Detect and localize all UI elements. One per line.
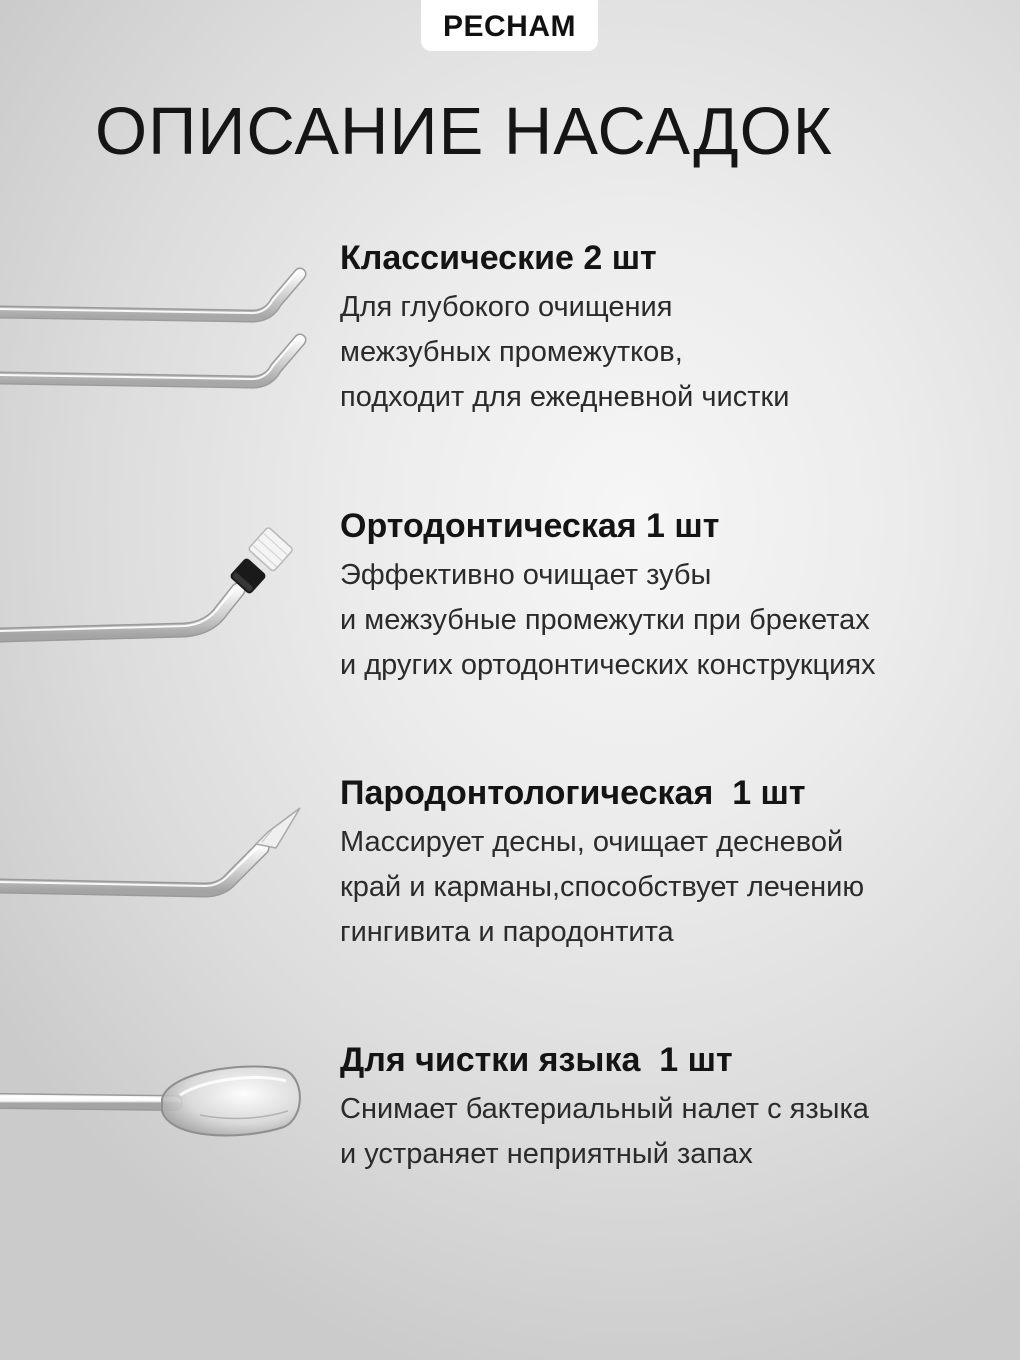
section-heading: Для чистки языка 1 шт — [340, 1041, 733, 1079]
section-description-line: подходит для ежедневной чистки — [340, 381, 790, 413]
section-description-line: и устраняет неприятный запах — [340, 1138, 753, 1170]
tongue-cleaner-nozzle-icon — [0, 1065, 301, 1137]
section-periodontal: Пародонтологическая 1 шт Массирует десны… — [340, 772, 1015, 955]
brand-tab: PECHAM — [421, 0, 598, 51]
section-description-line: Массирует десны, очищает десневой — [340, 826, 844, 858]
section-description-line: Снимает бактериальный налет с языка — [340, 1093, 869, 1125]
section-classic: Классические 2 шт Для глубокого очищения… — [340, 237, 1015, 420]
section-description-line: Для глубокого очищения — [340, 291, 673, 323]
brand-logo: PECHAM — [442, 9, 576, 43]
section-heading: Классические 2 шт — [340, 239, 657, 277]
orthodontic-nozzle-icon — [0, 527, 293, 643]
page-title: ОПИСАНИЕ НАСАДОК — [95, 94, 833, 169]
section-description-line: и межзубные промежутки при брекетах — [340, 604, 870, 636]
periodontal-nozzle-icon — [0, 807, 301, 898]
section-description-line: край и карманы,способствует лечению — [340, 871, 865, 903]
classic-nozzle-icon — [0, 267, 307, 389]
section-description-line: межзубных промежутков, — [340, 336, 683, 368]
section-description-line: и других ортодонтических конструкциях — [340, 649, 876, 681]
section-heading: Пародонтологическая 1 шт — [340, 774, 806, 812]
section-description-line: Эффективно очищает зубы — [340, 559, 712, 591]
section-description-line: гингивита и пародонтита — [340, 916, 674, 948]
section-tongue-cleaner: Для чистки языка 1 шт Снимает бактериаль… — [340, 1039, 1015, 1177]
section-heading: Ортодонтическая 1 шт — [340, 507, 720, 545]
section-orthodontic: Ортодонтическая 1 шт Эффективно очищает … — [340, 505, 1015, 688]
